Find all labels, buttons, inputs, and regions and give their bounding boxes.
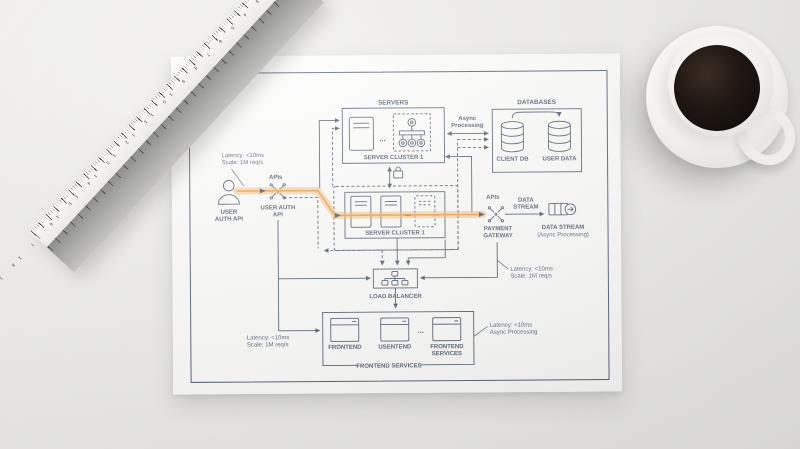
- connector-authnode-to-servers: [318, 118, 340, 189]
- paper-sheet: SERVERS ... SERVER CLUSTER 1 DATABASES C…: [170, 53, 623, 395]
- architecture-diagram: SERVERS ... SERVER CLUSTER 1 DATABASES C…: [188, 70, 610, 383]
- client-db-cylinder-icon: [500, 121, 524, 153]
- note-right-2: Scale: 1M req/s: [510, 273, 552, 279]
- user-icon: [217, 179, 240, 205]
- browser-icon: [380, 317, 410, 342]
- databases-group-box: [491, 108, 583, 173]
- user-auth-api-label-2: API: [273, 212, 283, 218]
- frontend-ellipsis: ...: [418, 326, 424, 335]
- pointer-note-right: [497, 260, 509, 270]
- payment-gateway-label-2: GATEWAY: [483, 233, 512, 239]
- server-tower-icon: [348, 116, 374, 151]
- frontend-services-label: FRONTEND SERVICES: [356, 363, 421, 369]
- payment-gateway-label-1: PAYMENT: [484, 226, 513, 232]
- data-stream-icon: [548, 202, 577, 216]
- payment-gateway-node-icon: [487, 206, 505, 223]
- note-bottom-left-1: Latency: <10ms: [247, 335, 290, 341]
- note-bottom-right-2: Async Processing: [490, 330, 538, 336]
- server-cluster1-label: SERVER CLUSTER 1: [364, 155, 424, 161]
- diagram-shapes: [217, 107, 583, 366]
- servers-ellipsis: ...: [379, 134, 385, 143]
- connector-clientdb-to-userdata: [511, 111, 562, 119]
- browser-icon: [330, 317, 360, 342]
- user-data-label: USER DATA: [542, 156, 577, 162]
- connector-user-trunk: [277, 219, 280, 331]
- connectors: [231, 111, 562, 337]
- cluster2-ellipsis: ...: [405, 209, 411, 218]
- load-balancer-box: [372, 268, 418, 289]
- frontend-group-box: [322, 311, 475, 366]
- lock-icon: [393, 166, 404, 179]
- connector-dashed-return: [323, 248, 459, 253]
- connector-gateway-to-servers: [445, 154, 473, 213]
- highlight-path: [233, 187, 487, 219]
- coffee-mug: [668, 30, 774, 136]
- pointer-note-bottom-right: [473, 326, 488, 337]
- dashed-connectors: [283, 126, 489, 266]
- connector-user-to-lb: [278, 275, 371, 281]
- server-cluster2-label: SERVER CLUSTER 1: [365, 230, 425, 236]
- note-top-left-1: Latency: <10ms: [222, 153, 265, 159]
- servers-group-box: [341, 107, 446, 164]
- note-bottom-right-1: Latency: <10ms: [490, 323, 533, 329]
- load-balancer-label: LOAD BALANCER: [369, 294, 422, 300]
- cluster-dashed-frame: [392, 113, 431, 152]
- user-auth-api-label-1: USER AUTH: [260, 205, 295, 211]
- note-right-1: Latency: <10ms: [510, 266, 553, 272]
- pointer-note-top-left: [231, 168, 245, 187]
- servers-title: SERVERS: [378, 99, 409, 106]
- async-processing-label-2: Processing: [451, 123, 484, 129]
- frontend-label-3a: FRONTEND: [430, 344, 464, 350]
- page-border: [188, 70, 610, 383]
- user-label-2: AUTH API: [215, 217, 243, 223]
- connector-gateway-to-lb: [419, 242, 498, 281]
- async-processing-label-1: Async: [458, 116, 477, 122]
- connector-dashed-from-authnode: [283, 197, 319, 249]
- databases-title: DATABASES: [517, 99, 557, 106]
- user-data-cylinder-icon: [547, 120, 571, 152]
- data-stream-caption-1: DATA STREAM: [542, 225, 585, 231]
- apis-label: APIs: [269, 175, 283, 181]
- frontend-label-1: FRONTEND: [328, 345, 362, 351]
- data-stream-arrow-label-2: STREAM: [513, 205, 538, 211]
- frontend-label-3b: SERVICES: [432, 351, 462, 357]
- frontend-label-2: USENTEND: [378, 344, 412, 350]
- note-top-left-2: Scale: 1M req/s: [222, 160, 264, 166]
- client-db-label: CLIENT DB: [497, 157, 530, 163]
- data-stream-caption-2: (Async Processing): [537, 232, 589, 238]
- user-label-1: USER: [221, 210, 238, 216]
- load-balancer-icon: [381, 271, 409, 286]
- apis-label-gateway: APIs: [486, 195, 500, 201]
- browser-icon: [432, 317, 462, 342]
- note-bottom-left-2: Scale: 1M req/s: [247, 342, 289, 348]
- connector-cluster2-right-to-lb: [405, 239, 446, 266]
- cluster-gears-icon: [398, 118, 426, 148]
- connector-dashed-to-servers: [331, 126, 340, 187]
- coffee-surface: [674, 45, 760, 131]
- data-stream-arrow-label-1: DATA: [518, 198, 534, 204]
